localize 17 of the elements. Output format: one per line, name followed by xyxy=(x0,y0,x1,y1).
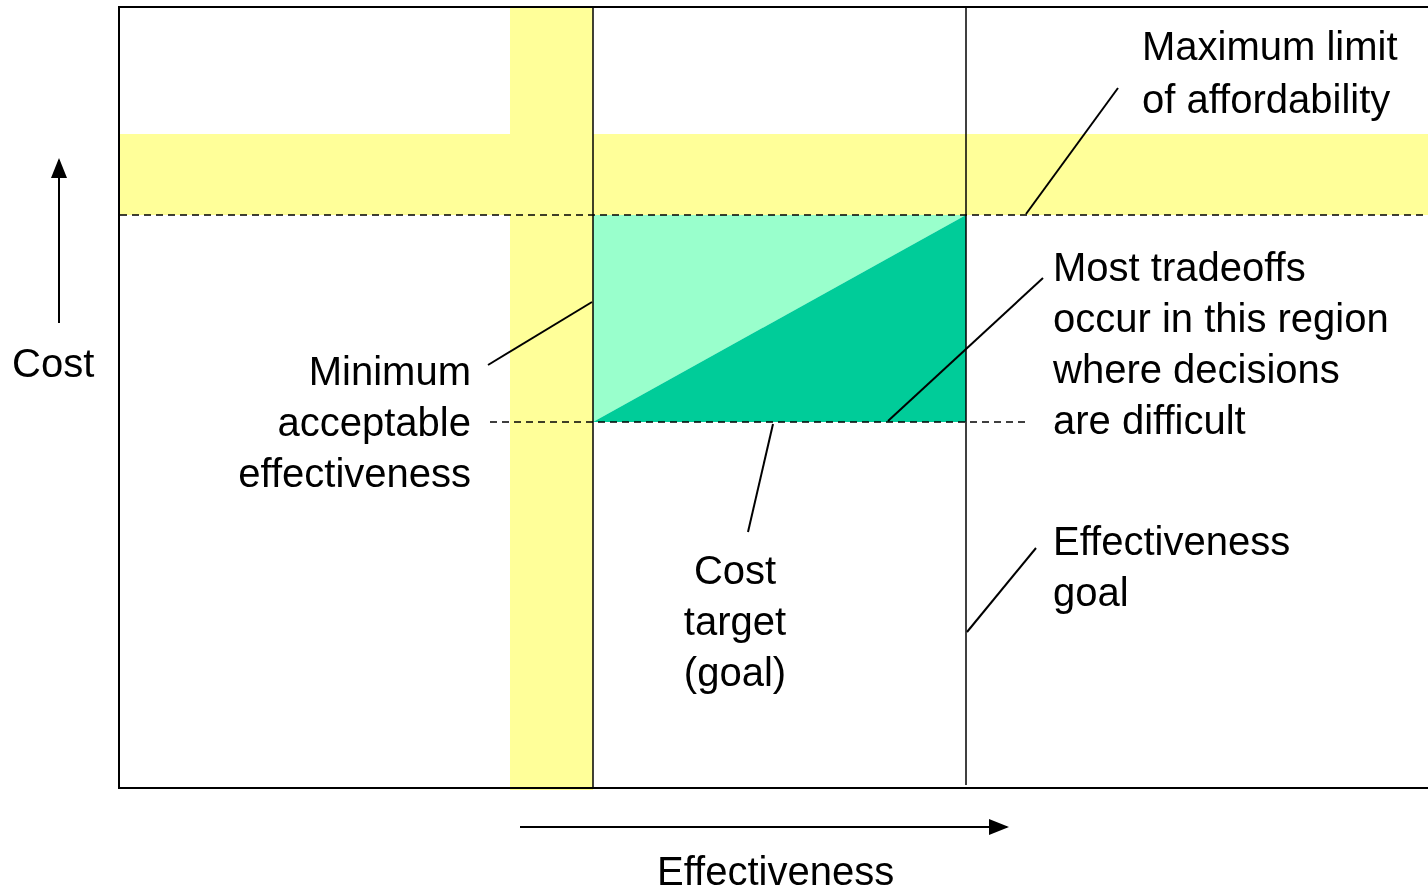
axis-label: Effectiveness xyxy=(657,848,895,890)
annotation-text: Cost target (goal) xyxy=(670,545,800,698)
leader-line xyxy=(887,277,1044,422)
annotation-text: Most tradeoffs occur in this region where decisions are difficult xyxy=(1053,242,1398,446)
leader-line xyxy=(1025,87,1119,215)
leader-line xyxy=(966,547,1037,633)
affordability-band xyxy=(120,134,1428,215)
minimum-effectiveness-band xyxy=(510,8,593,790)
annotation-text: Minimum acceptable effectiveness xyxy=(213,346,471,499)
axis-label: Cost xyxy=(12,340,95,387)
effectiveness-goal-line xyxy=(965,7,967,786)
annotation-text: Effectiveness goal xyxy=(1053,516,1323,618)
minimum-effectiveness-line xyxy=(592,7,594,788)
annotation-text: Maximum limit of affordability xyxy=(1142,20,1427,126)
leader-line xyxy=(747,423,774,533)
leader-line xyxy=(487,301,593,366)
tradeoff-region xyxy=(593,215,966,422)
